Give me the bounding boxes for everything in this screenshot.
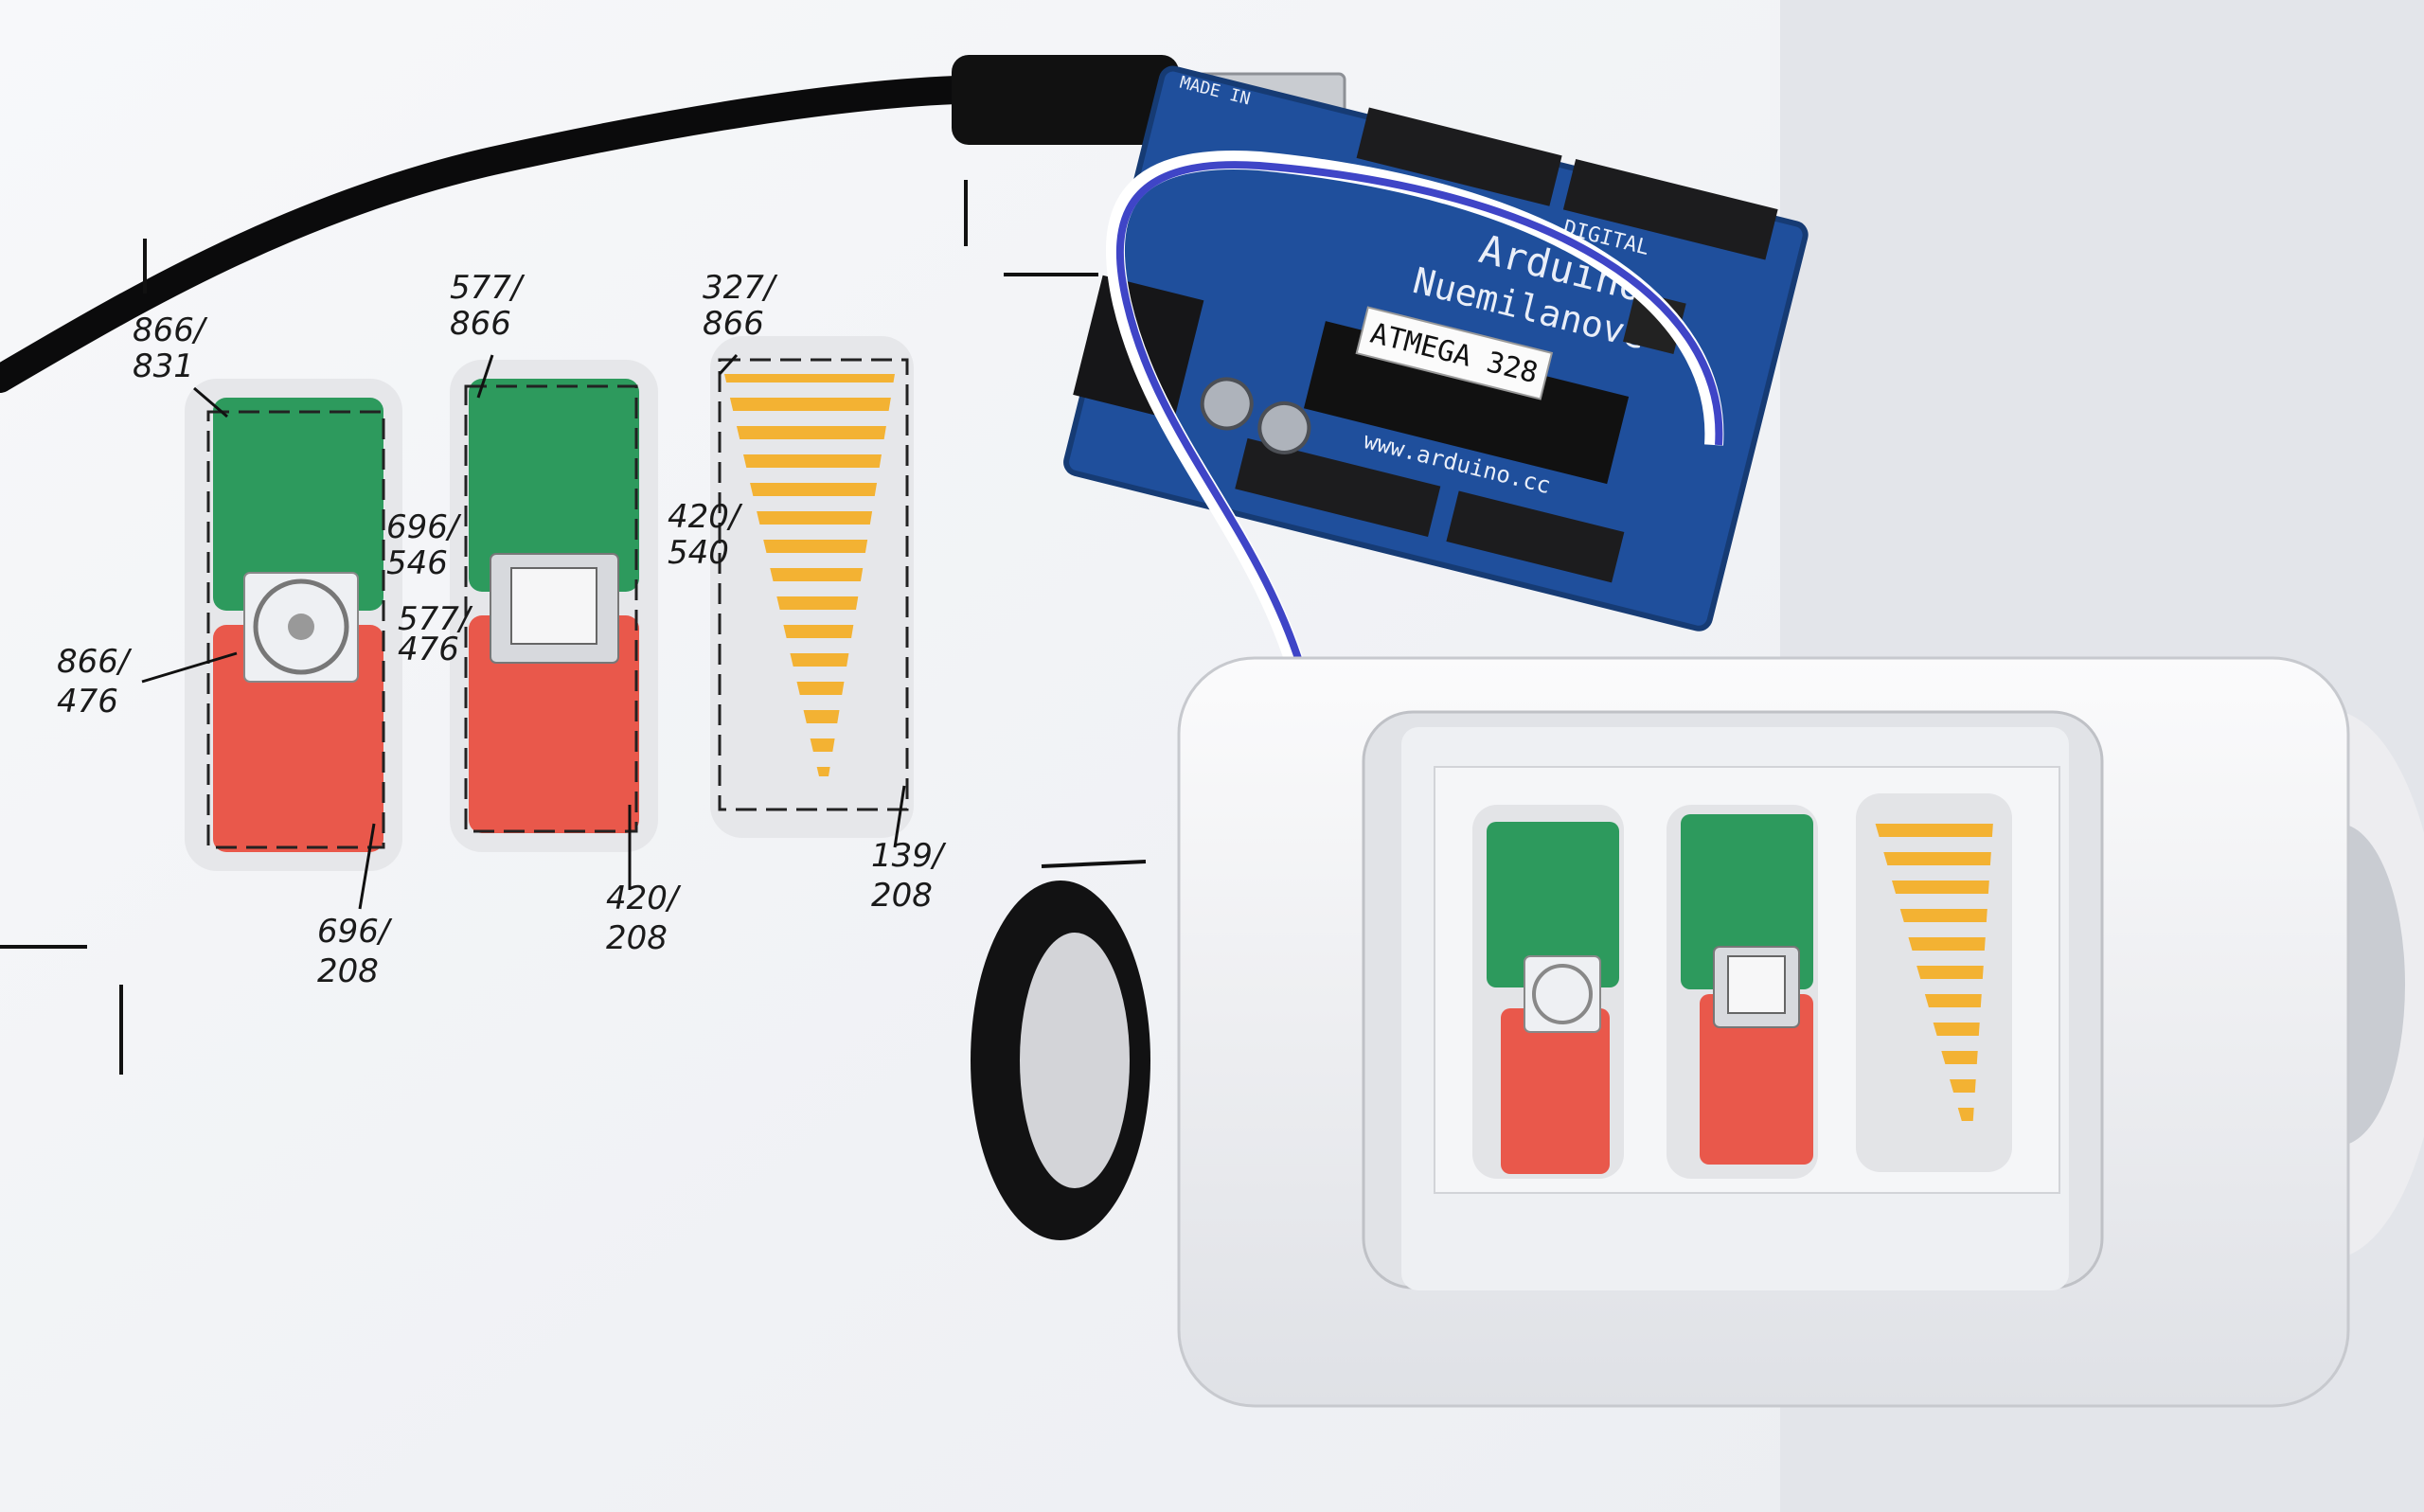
note-696-546-b: 546	[386, 544, 448, 582]
note-866-476-b: 476	[57, 683, 118, 720]
note-420-540-b: 540	[668, 534, 729, 572]
note-139-208-a: 139/	[871, 837, 947, 875]
sketch-panel-fan	[185, 379, 402, 871]
mini-fan-icon	[1532, 964, 1593, 1024]
usb-cable	[0, 76, 971, 393]
note-696-546-a: 696/	[386, 508, 462, 546]
note-866-831-a: 866/	[133, 311, 208, 349]
note-866-476-a: 866/	[57, 643, 133, 681]
note-577-866-a: 577/	[450, 269, 526, 307]
note-327-866-b: 866	[703, 305, 764, 343]
sketch-panel-camera	[450, 360, 658, 852]
note-866-831-b: 831	[133, 347, 194, 385]
note-577-476-a: 577/	[398, 600, 473, 638]
black-tape-roll	[971, 881, 1150, 1240]
display-box	[1177, 656, 2350, 1408]
handwritten-notes: 866/831 577/866 327/866 696/546 420/540 …	[57, 269, 947, 990]
note-696-208-a: 696/	[317, 913, 393, 951]
note-420-208-b: 208	[606, 919, 668, 957]
note-696-208-b: 208	[317, 952, 379, 990]
note-139-208-b: 208	[871, 877, 933, 915]
fan-icon	[253, 578, 349, 675]
note-327-866-a: 327/	[703, 269, 778, 307]
note-420-208-a: 420/	[606, 880, 682, 917]
sketch-panel-meter	[710, 336, 914, 838]
note-420-540-a: 420/	[668, 498, 743, 536]
note-577-866-b: 866	[450, 305, 511, 343]
note-577-476-b: 476	[398, 631, 459, 668]
arduino-board: ATMEGA 328 Arduino Nuemilanove DIGITAL M…	[1063, 65, 1809, 631]
usb-plug	[952, 55, 1179, 145]
